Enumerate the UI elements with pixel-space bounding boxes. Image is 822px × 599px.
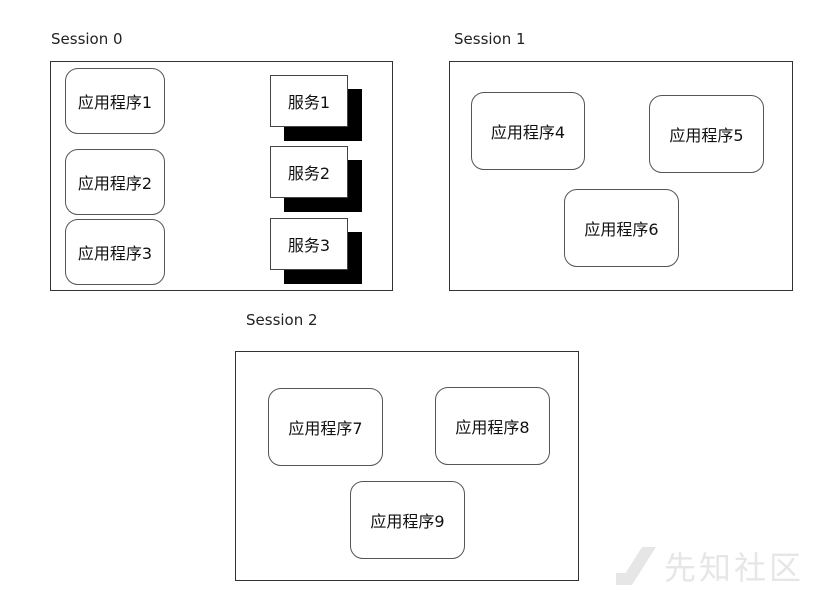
session-0-box: 应用程序1 应用程序2 应用程序3 服务1 服务2 服务3 — [50, 61, 393, 291]
session-1-box: 应用程序4 应用程序5 应用程序6 — [449, 61, 793, 291]
service-3: 服务3 — [270, 218, 362, 284]
xianzhi-logo-icon — [615, 547, 656, 585]
watermark-text: 先知社区 — [663, 549, 804, 587]
app-1-box: 应用程序1 — [65, 68, 165, 134]
service-3-box: 服务3 — [270, 218, 348, 270]
app-3-box: 应用程序3 — [65, 219, 165, 285]
app-7-box: 应用程序7 — [268, 388, 383, 466]
app-5-box: 应用程序5 — [649, 95, 764, 173]
service-2: 服务2 — [270, 146, 362, 212]
app-4-box: 应用程序4 — [471, 92, 585, 170]
session-2-box: 应用程序7 应用程序8 应用程序9 — [235, 351, 579, 581]
watermark: 先知社区 — [615, 543, 804, 589]
app-2-box: 应用程序2 — [65, 149, 165, 215]
app-8-box: 应用程序8 — [435, 387, 550, 465]
service-1: 服务1 — [270, 75, 362, 141]
session-2-label: Session 2 — [246, 311, 318, 329]
session-1-label: Session 1 — [454, 30, 526, 48]
session-0-label: Session 0 — [51, 30, 123, 48]
service-2-box: 服务2 — [270, 146, 348, 198]
app-9-box: 应用程序9 — [350, 481, 465, 559]
app-6-box: 应用程序6 — [564, 189, 679, 267]
service-1-box: 服务1 — [270, 75, 348, 127]
